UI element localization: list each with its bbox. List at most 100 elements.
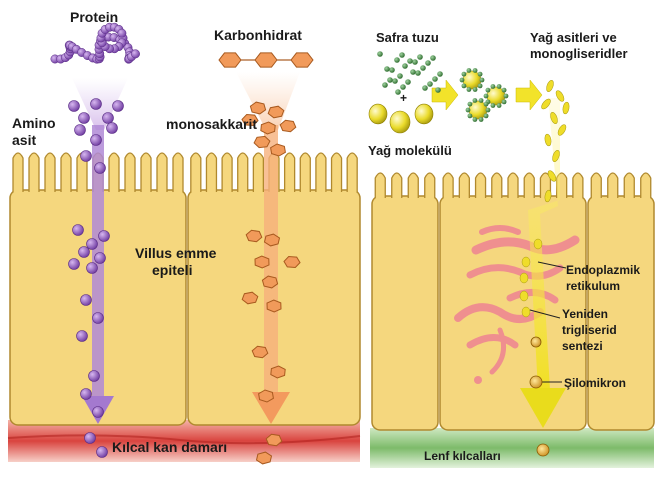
- monosaccharide: [241, 113, 259, 127]
- micelle-bile-salt: [490, 103, 496, 108]
- amino-acid: [68, 258, 80, 270]
- micelle-bile-salt: [461, 71, 467, 77]
- bile-salt: [377, 51, 383, 57]
- micelle-bile-salt: [503, 93, 509, 99]
- amino-acid: [86, 238, 98, 250]
- capillary-label: Kılcal kan damarı: [112, 439, 227, 455]
- amino-acid: [80, 150, 92, 162]
- monosaccharide: [258, 389, 274, 403]
- microvillus: [491, 172, 503, 198]
- bile-salt: [394, 57, 400, 63]
- fat-molecule: [389, 110, 411, 134]
- microvillus: [124, 152, 136, 192]
- microvillus: [607, 172, 619, 198]
- fat-molecules: [368, 103, 434, 134]
- fatty-acid: [544, 189, 552, 203]
- amino-acid-label-line1: Amino: [12, 115, 56, 131]
- monosaccharide-particles: [241, 101, 301, 465]
- microvillus: [407, 172, 419, 198]
- left-panel: Protein Karbonhidrat Amino asit monosakk…: [7, 9, 361, 465]
- left-microvilli: [12, 152, 358, 192]
- microvillus: [12, 152, 24, 192]
- bile-salt: [400, 84, 406, 90]
- er-label-line2: retikulum: [566, 279, 620, 293]
- monosaccharide-label: monosakkarit: [166, 116, 257, 132]
- fatty-acid: [552, 150, 560, 162]
- fat-molecule: [368, 103, 388, 125]
- bile-salt: [395, 89, 401, 95]
- microvillus: [252, 152, 265, 192]
- microvillus: [156, 152, 168, 192]
- bile-salt: [407, 58, 413, 64]
- micelle-bile-salt: [496, 103, 502, 108]
- micelle-bile-salt: [466, 87, 472, 92]
- process-arrow-2: [515, 79, 543, 111]
- lymph-capillary-label: Lenf kılcalları: [424, 449, 501, 463]
- micelle-bile-salt: [467, 113, 473, 119]
- process-arrow-1: [431, 79, 459, 111]
- lipid-particle: [521, 256, 531, 268]
- microvillus: [283, 152, 296, 192]
- monosaccharide: [249, 101, 267, 115]
- micelle-bile-salt: [490, 84, 496, 89]
- bile-salt: [405, 79, 411, 85]
- bile-salt-particles: [377, 51, 443, 95]
- amino-acid: [72, 224, 84, 236]
- monosaccharide: [270, 365, 286, 379]
- fatty-acid: [541, 98, 551, 110]
- micelle-bile-salt: [466, 68, 472, 73]
- amino-acid: [86, 262, 98, 274]
- amino-acid: [94, 162, 106, 174]
- microvillus: [572, 172, 584, 198]
- micelle-bile-salt: [472, 68, 478, 73]
- fatty-acid: [562, 101, 570, 115]
- microvillus: [60, 152, 72, 192]
- fatty-acids-label-line1: Yağ asitleri ve: [530, 30, 617, 45]
- fatty-acid: [544, 133, 552, 147]
- lipid-particle: [519, 272, 529, 284]
- epithelial-cell: [371, 195, 439, 431]
- microvillus: [28, 152, 40, 192]
- micelle-bile-salt: [478, 117, 484, 122]
- fatty-acid: [546, 80, 554, 92]
- microvillus: [205, 152, 218, 192]
- micelle-bile-salt: [477, 71, 483, 77]
- amino-acid: [88, 370, 100, 382]
- amino-acid-particles: [68, 98, 124, 458]
- protein-molecule: [50, 22, 140, 64]
- amino-acid: [90, 134, 102, 146]
- bile-salt: [410, 69, 416, 75]
- epithelial-cell: [587, 195, 655, 431]
- amino-acid: [78, 246, 90, 258]
- amino-acid: [90, 98, 102, 110]
- micelle-bile-salt: [501, 99, 507, 105]
- fat-absorption-beam: [528, 98, 560, 390]
- micelle-bile-salt: [459, 77, 465, 83]
- monosaccharide: [251, 345, 269, 359]
- bile-salt: [417, 54, 423, 60]
- fatty-acid-particles: [541, 80, 570, 203]
- bile-salt: [420, 65, 426, 71]
- bile-salt: [430, 55, 436, 61]
- resynthesis-label-line2: trigliserid: [562, 323, 617, 337]
- bile-salt: [389, 67, 395, 73]
- micelle-bile-salt: [472, 117, 478, 122]
- bile-salt: [397, 73, 403, 79]
- micelle-bile-salt: [485, 107, 491, 113]
- right-epithelial-cells: [371, 195, 655, 431]
- bile-salt: [437, 71, 443, 77]
- microvillus: [346, 152, 358, 192]
- amino-acid: [80, 294, 92, 306]
- amino-acid: [96, 446, 108, 458]
- left-epithelial-cells: [9, 189, 361, 426]
- bile-salt-label: Safra tuzu: [376, 30, 439, 45]
- chylomicron-particle: [530, 336, 542, 348]
- bile-salt: [435, 87, 441, 93]
- micelle-bile-salt: [472, 87, 478, 92]
- chylomicron-particle: [536, 443, 550, 457]
- microvillus: [221, 152, 233, 192]
- fatty-acid: [555, 90, 565, 102]
- protein-bead: [131, 49, 140, 59]
- monosaccharide: [241, 291, 259, 305]
